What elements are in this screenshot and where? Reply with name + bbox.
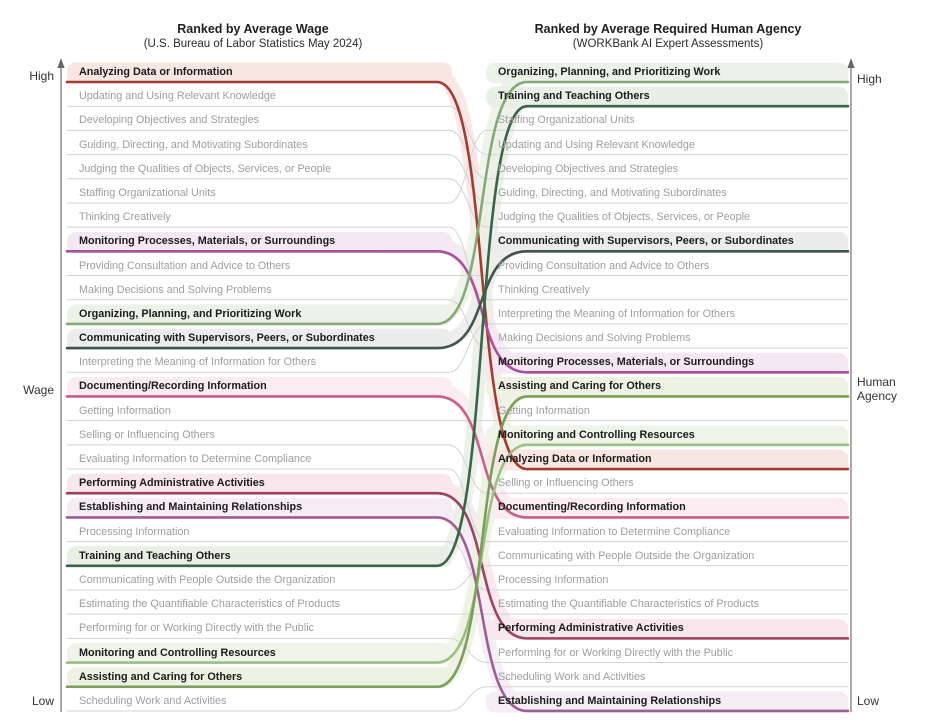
left-axis-high-label: High [29, 69, 54, 83]
right-axis-high-label: High [857, 72, 882, 86]
flow-line-making-decisions-and-solving-problems [67, 299, 848, 349]
row-band-agency-analyzing-data-or-information [486, 449, 848, 471]
flow-line-communicating-with-supervisors-peers-or-subordinates [65, 250, 850, 350]
flow-line-analyzing-data-or-information [65, 80, 850, 471]
row-band-agency-assisting-and-caring-for-others [486, 376, 848, 398]
left-column-title: Ranked by Average Wage [177, 22, 329, 36]
flow-line-guiding-directing-and-motivating-subordinates [67, 154, 848, 204]
flow-line-scheduling-work-and-activities [67, 686, 848, 712]
right-axis-low-label: Low [857, 694, 880, 708]
row-band-wage-monitoring-and-controlling-resources [67, 643, 452, 665]
row-band-wage-monitoring-processes-materials-or-surroundings [67, 231, 452, 253]
flow-line-selling-or-influencing-others [67, 444, 848, 494]
right-axis-line-arrow-up-icon [847, 58, 855, 68]
left-column-header: Ranked by Average Wage (U.S. Bureau of L… [43, 22, 463, 52]
row-band-wage-assisting-and-caring-for-others [67, 667, 452, 689]
flow-line-documenting-recording-information [65, 395, 850, 519]
flow-line-establishing-and-maintaining-relationships [65, 516, 850, 713]
flow-line-monitoring-and-controlling-resources [65, 443, 850, 664]
right-column-header: Ranked by Average Required Human Agency … [458, 22, 878, 52]
row-band-agency-performing-administrative-activities [486, 618, 848, 640]
row-band-agency-training-and-teaching-others [486, 86, 848, 108]
row-band-wage-communicating-with-supervisors-peers-or-subordinates [67, 328, 452, 350]
right-axis-title: Human Agency [857, 375, 898, 403]
row-band-agency-organizing-planning-and-prioritizing-work [486, 62, 848, 84]
row-band-wage-performing-administrative-activities [67, 473, 452, 495]
row-band-wage-establishing-and-maintaining-relationships [67, 497, 452, 519]
row-band-wage-training-and-teaching-others [67, 546, 452, 568]
flow-line-training-and-teaching-others [65, 104, 850, 568]
right-column-title: Ranked by Average Required Human Agency [534, 22, 802, 36]
flow-line-performing-administrative-activities [65, 491, 850, 640]
flow-line-communicating-with-people-outside-the-organization [67, 565, 848, 591]
left-axis-title: Wage [23, 383, 54, 397]
flow-line-organizing-planning-and-prioritizing-work [65, 80, 850, 326]
row-band-agency-monitoring-processes-materials-or-surroundings [486, 352, 848, 374]
flow-line-updating-and-using-relevant-knowledge [67, 105, 848, 156]
flow-line-processing-information [67, 541, 848, 591]
row-band-agency-communicating-with-supervisors-peers-or-subordinates [486, 231, 848, 253]
row-band-agency-monitoring-and-controlling-resources [486, 425, 848, 447]
flow-line-judging-the-qualities-of-objects-services-or-people [67, 178, 848, 228]
left-column-subtitle: (U.S. Bureau of Labor Statistics May 202… [143, 38, 363, 50]
left-axis-low-label: Low [31, 694, 54, 708]
flow-line-monitoring-processes-materials-or-surroundings [65, 250, 850, 374]
row-band-wage-organizing-planning-and-prioritizing-work [67, 304, 452, 326]
flow-line-staffing-organizational-units [67, 129, 848, 204]
row-band-agency-documenting-recording-information [486, 497, 848, 519]
flow-line-performing-for-or-working-directly-with-the-public [67, 637, 848, 664]
row-band-wage-documenting-recording-information [67, 376, 452, 398]
flow-line-assisting-and-caring-for-others [65, 395, 850, 689]
row-band-wage-analyzing-data-or-information [67, 62, 452, 84]
row-band-agency-establishing-and-maintaining-relationships [486, 691, 848, 713]
left-axis-line-arrow-up-icon [57, 58, 65, 68]
right-column-subtitle: (WORKBank AI Expert Assessments) [572, 38, 764, 50]
